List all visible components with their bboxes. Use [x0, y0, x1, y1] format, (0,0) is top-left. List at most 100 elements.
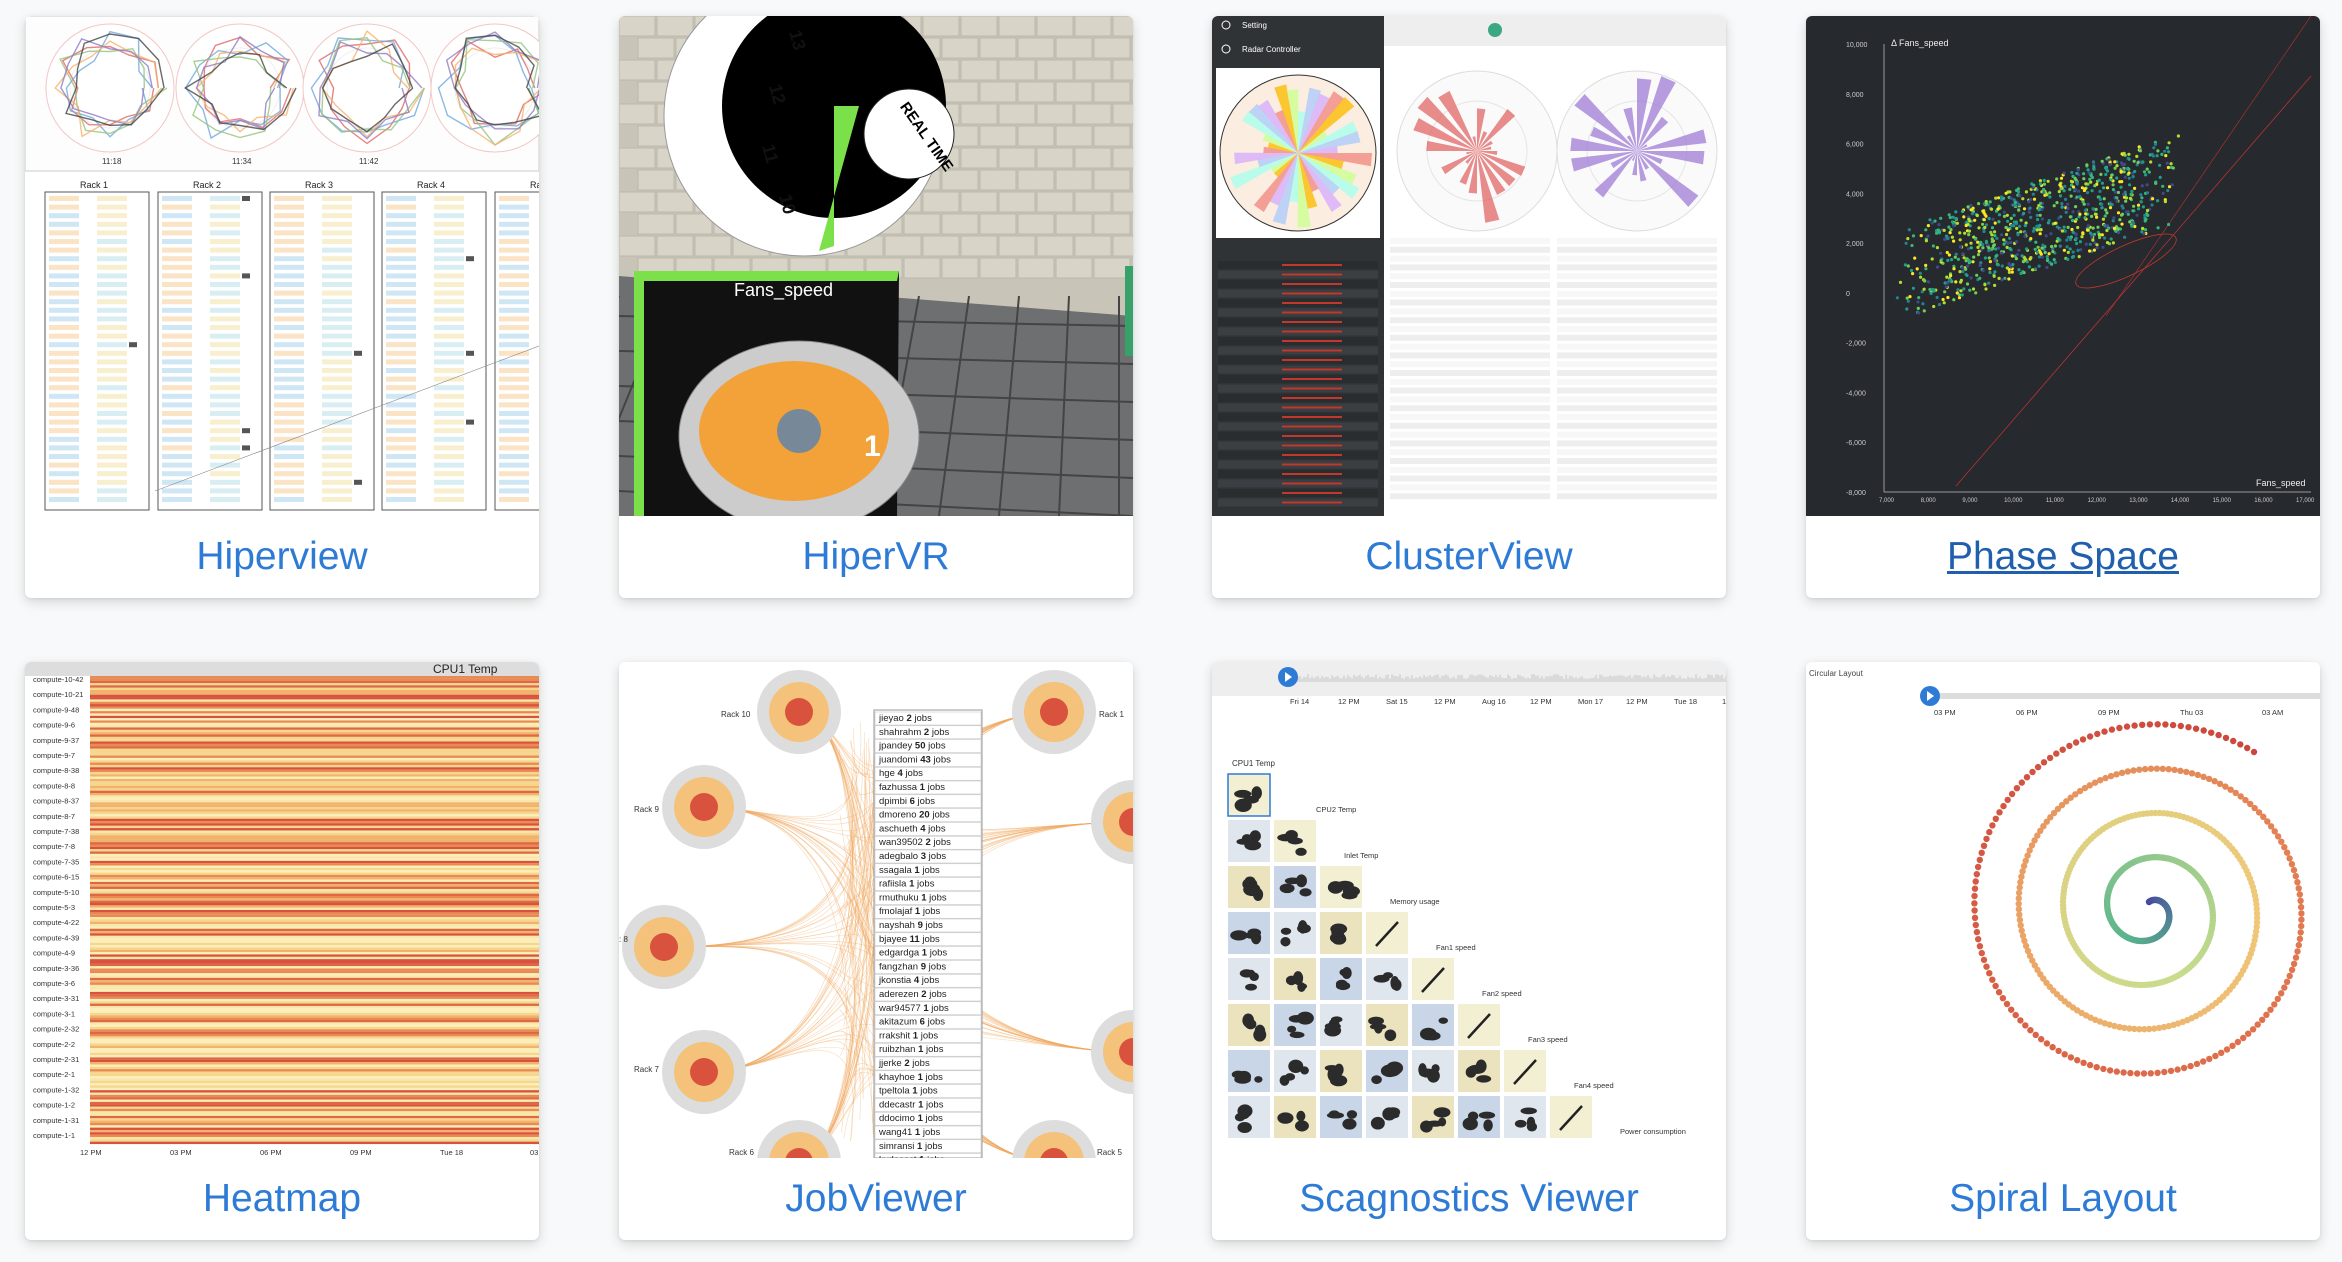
host-bar: [97, 273, 127, 279]
spiral-point: [2188, 770, 2196, 777]
cell-glyph: [1297, 923, 1311, 934]
rack-label: Rack 6: [729, 1148, 754, 1157]
scatter-point: [1931, 244, 1935, 248]
heat-row: [90, 769, 539, 772]
scatter-point: [2112, 216, 2116, 220]
spiral-point: [2016, 884, 2023, 891]
host-bar: [322, 204, 352, 210]
card-title[interactable]: Phase Space: [1946, 535, 2179, 578]
card-title[interactable]: HiperVR: [802, 535, 950, 578]
card-title[interactable]: Hiperview: [196, 535, 368, 578]
scatter-point: [1916, 300, 1920, 304]
floor-grid: [938, 295, 970, 516]
rack-core: [1103, 1022, 1133, 1082]
scatter-point: [2035, 250, 2040, 254]
scatter-point: [1926, 224, 1930, 228]
variable-label: CPU2 Temp: [1316, 805, 1356, 814]
scatter-point: [2070, 218, 2075, 223]
host-bar: [210, 497, 240, 502]
spiral-point: [2205, 775, 2213, 783]
heat-row: [90, 989, 539, 992]
spiral-point: [2297, 897, 2304, 904]
scatter-point: [2119, 169, 2123, 173]
spiral-point: [2076, 787, 2084, 795]
variable-label: Memory usage: [1390, 897, 1440, 906]
radar-wedge: [1477, 151, 1506, 196]
card-title[interactable]: Heatmap: [202, 1177, 362, 1220]
host-bar: [162, 247, 192, 253]
spiral-point: [2162, 721, 2169, 728]
row-label: compute-8-37: [33, 797, 79, 806]
scatter-point: [2005, 266, 2009, 270]
host-bar: [434, 462, 464, 468]
scatter-point: [2154, 180, 2158, 184]
wall-brick: [1017, 37, 1055, 59]
spiral-point: [2037, 827, 2044, 834]
card-title[interactable]: JobViewer: [785, 1177, 967, 1220]
scatter-point: [2002, 214, 2007, 218]
host-bar: [434, 385, 464, 391]
scatter-point: [2034, 240, 2038, 244]
table-row: [1557, 378, 1717, 385]
card-title[interactable]: Spiral Layout: [1949, 1177, 2177, 1220]
gear-icon: [1221, 44, 1231, 54]
scatter-point: [2084, 212, 2088, 216]
host-bar: [322, 230, 352, 236]
spiral-point: [2013, 785, 2021, 792]
host-bar: [162, 368, 192, 373]
heat-row: [90, 825, 539, 829]
host-bar: [434, 213, 464, 219]
rack-core: [769, 1132, 829, 1158]
scatter-point: [2115, 164, 2119, 168]
spiral-point: [2141, 765, 2149, 773]
scatter-point: [1916, 306, 1920, 310]
scatter-point: [2038, 228, 2042, 232]
scatter-point: [2029, 256, 2033, 260]
host-bar: [210, 239, 240, 244]
heat-row: [90, 1132, 539, 1135]
user-row: [874, 766, 982, 781]
spiral-point: [2171, 766, 2178, 774]
table-row: [1390, 422, 1550, 429]
card-title[interactable]: ClusterView: [1365, 535, 1573, 578]
card-title[interactable]: Scagnostics Viewer: [1299, 1177, 1639, 1220]
scatter-point: [2076, 225, 2080, 230]
spiral-point: [2249, 1026, 2257, 1033]
heat-row: [90, 1027, 539, 1030]
time-tick: 12 PM: [1626, 697, 1648, 706]
scatter-point: [2167, 141, 2171, 145]
heat-row: [90, 1073, 539, 1077]
scatter-point: [2007, 236, 2012, 240]
x-tick: 7,000: [1879, 498, 1895, 504]
cell-glyph: [1251, 786, 1262, 800]
scatter-point: [2144, 173, 2148, 177]
wall-brick: [998, 147, 1036, 169]
spiral-point: [2260, 813, 2267, 820]
heat-row: [90, 736, 539, 740]
row-bar: [1282, 492, 1342, 494]
spiral-point: [1995, 989, 2003, 996]
scatter-point: [1942, 301, 1946, 305]
host-bar: [499, 471, 529, 477]
y-tick: -4,000: [1846, 390, 1866, 397]
rack-label: Rack 1: [1099, 710, 1124, 719]
scatter-point: [2145, 191, 2150, 195]
host-bar: [434, 350, 464, 356]
spiral-point: [2154, 1069, 2161, 1076]
scatter-point: [2006, 219, 2010, 223]
heat-row: [90, 1120, 539, 1123]
scatter-point: [1961, 252, 1965, 256]
table-row: [1557, 255, 1717, 262]
scatter-point: [2042, 190, 2046, 194]
scatter-point: [2092, 248, 2096, 252]
user-name: nayshah 9 jobs: [879, 920, 943, 931]
scatter-point: [1988, 267, 1992, 271]
